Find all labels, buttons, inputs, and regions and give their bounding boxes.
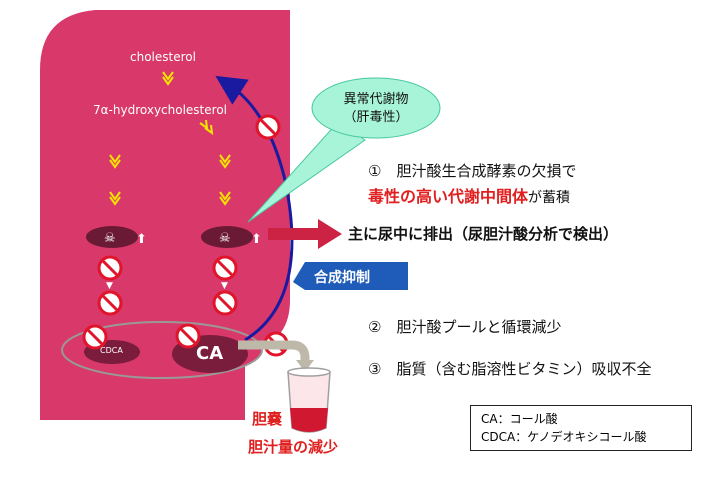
inhibition-label: 合成抑制 (314, 270, 370, 286)
cholesterol-label: cholesterol (130, 50, 196, 64)
skull-icon: ☠ (219, 231, 231, 246)
prohibition-icon (212, 290, 238, 316)
prohibition-icon (97, 290, 123, 316)
callout-line1: 異常代謝物 (343, 92, 409, 107)
up-arrow-icon: ⬆ (251, 232, 262, 247)
down-arrow-icon: ▼ (221, 281, 228, 291)
point-1-line1: ① 胆汁酸生合成酵素の欠損で (368, 160, 576, 181)
prohibition-icon (82, 324, 108, 350)
liver-shape (40, 10, 290, 420)
flow-to-gallbladder (238, 340, 310, 362)
prohibition-icon (97, 255, 123, 281)
point-3: ③ 脂質（含む脂溶性ビタミン）吸収不全 (368, 360, 652, 378)
yellow-arrows (109, 71, 231, 206)
ca-label: CA (196, 343, 224, 364)
toxic-intermediate-text: 毒性の高い代謝中間体 (368, 187, 529, 206)
cdca-label: CDCA (100, 346, 123, 355)
excretion-text: 主に尿中に排出（尿胆汁酸分析で検出） (348, 225, 619, 243)
point-1-line2: 毒性の高い代謝中間体が蓄積 (368, 183, 570, 207)
prohibition-icon (212, 255, 238, 281)
point-2: ② 胆汁酸プールと循環減少 (368, 318, 562, 336)
excretion-arrow (268, 219, 342, 249)
inhibition-label-box (293, 262, 408, 290)
skull-icon: ☠ (104, 231, 116, 246)
hydroxycholesterol-label: 7α-hydroxycholesterol (93, 103, 227, 117)
skull-node-left (86, 226, 138, 248)
point-1-text: 胆汁酸生合成酵素の欠損で (396, 162, 577, 180)
callout-bubble (311, 77, 441, 139)
point-1-number: ① (368, 162, 382, 180)
down-arrow-icon: ▼ (106, 281, 113, 291)
prohibition-icon (255, 114, 281, 140)
legend-cdca: CDCA：ケノデオキシコール酸 (481, 430, 647, 444)
abbreviation-legend: CA：コール酸 CDCA：ケノデオキシコール酸 (470, 405, 692, 451)
callout-line2: （肝毒性） (343, 110, 409, 125)
accumulate-text: が蓄積 (528, 190, 571, 206)
up-arrow-icon: ⬆ (136, 232, 147, 247)
skull-node-right (201, 226, 253, 248)
gallbladder-label: 胆嚢 (252, 410, 283, 428)
legend-ca: CA：コール酸 (481, 412, 558, 426)
bile-volume-decrease-label: 胆汁量の減少 (248, 438, 339, 456)
abnormal-metabolite-callout: 異常代謝物 （肝毒性） (322, 91, 430, 127)
